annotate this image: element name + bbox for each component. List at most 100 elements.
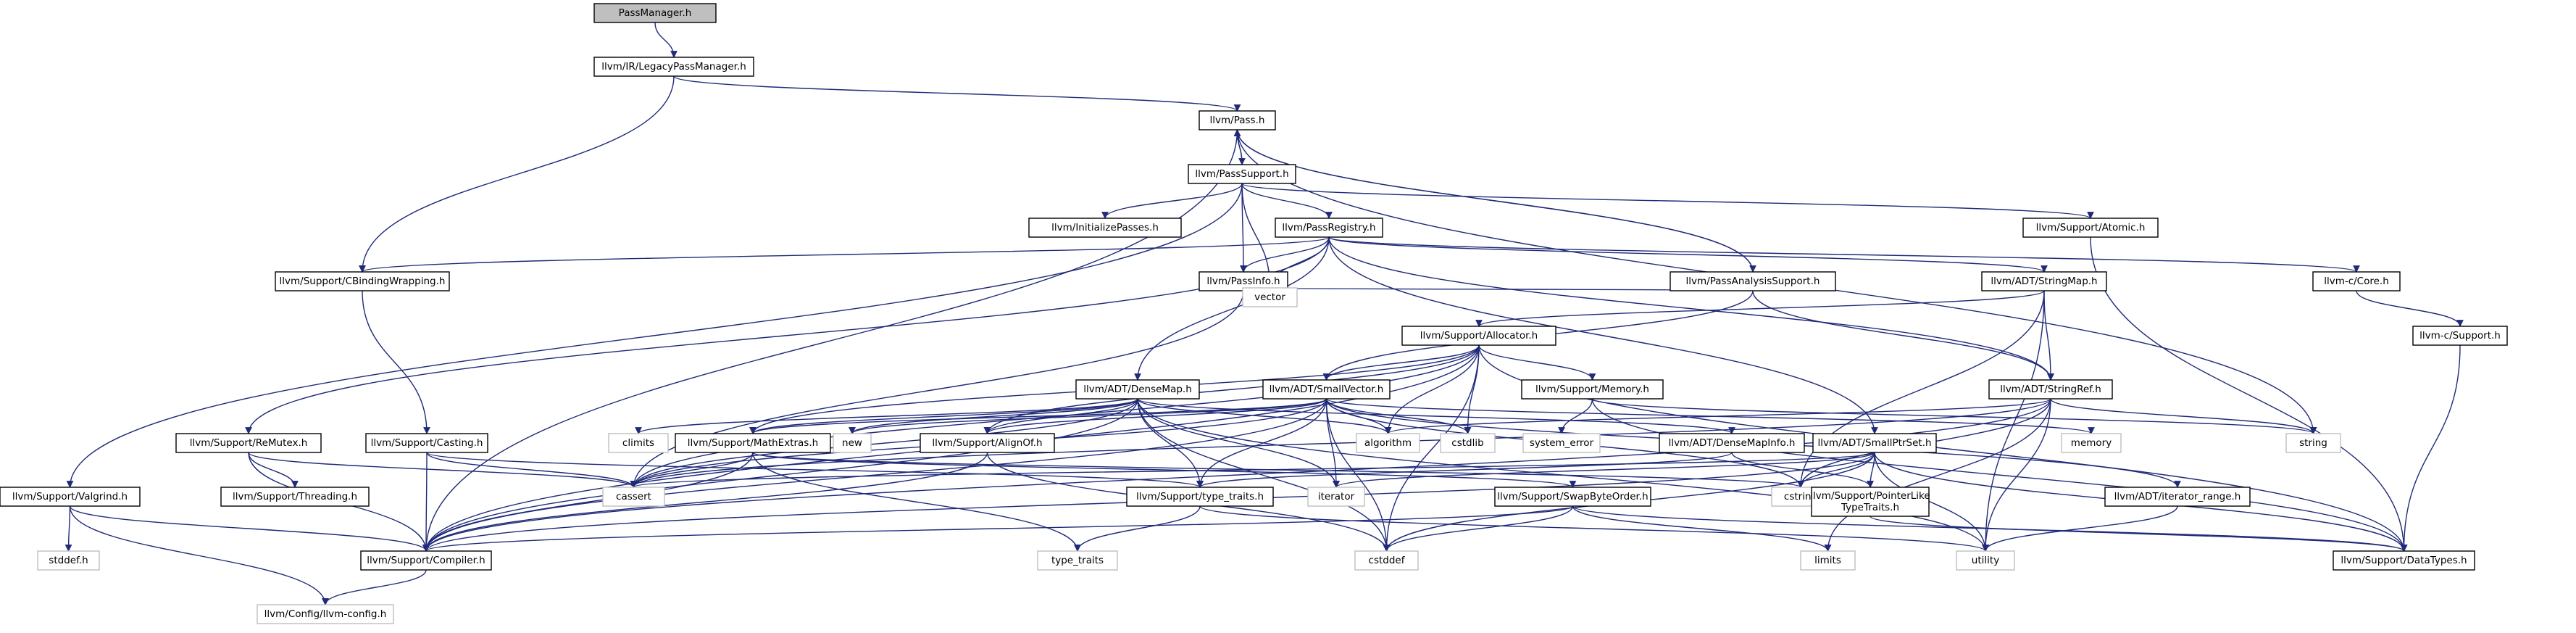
node-densemapinfo[interactable]: llvm/ADT/DenseMapInfo.h xyxy=(1659,433,1805,453)
node-box[interactable] xyxy=(1354,550,1419,571)
node-box[interactable] xyxy=(220,487,370,507)
node-box[interactable] xyxy=(1522,433,1601,453)
node-compiler[interactable]: llvm/Support/Compiler.h xyxy=(360,550,492,571)
node-casting[interactable]: llvm/Support/Casting.h xyxy=(365,433,488,453)
node-legacy[interactable]: llvm/IR/LegacyPassManager.h xyxy=(593,57,754,77)
node-algorithm[interactable]: algorithm xyxy=(1356,433,1420,453)
node-box[interactable] xyxy=(1028,218,1182,238)
node-box[interactable] xyxy=(1188,164,1296,184)
node-box[interactable] xyxy=(2333,550,2475,571)
node-csupport[interactable]: llvm-c/Support.h xyxy=(2412,326,2508,346)
node-box[interactable] xyxy=(1075,379,1200,400)
node-llvmconfig[interactable]: llvm/Config/llvm-config.h xyxy=(257,604,394,624)
node-climits[interactable]: climits xyxy=(608,433,669,453)
node-box[interactable] xyxy=(257,604,394,624)
node-mathextras[interactable]: llvm/Support/MathExtras.h xyxy=(675,433,831,453)
node-iterator[interactable]: iterator xyxy=(1307,487,1365,507)
node-box[interactable] xyxy=(1812,433,1937,453)
node-typetraitsstd[interactable]: type_traits xyxy=(1037,550,1118,571)
node-passinfo[interactable]: llvm/PassInfo.h xyxy=(1199,271,1288,291)
node-cassert[interactable]: cassert xyxy=(602,487,665,507)
node-box[interactable] xyxy=(1262,379,1391,400)
node-initpasses[interactable]: llvm/InitializePasses.h xyxy=(1028,218,1182,238)
node-iterrange[interactable]: llvm/ADT/iterator_range.h xyxy=(2104,487,2251,507)
node-passregistry[interactable]: llvm/PassRegistry.h xyxy=(1275,218,1383,238)
node-box[interactable] xyxy=(593,3,717,23)
node-box[interactable] xyxy=(675,433,831,453)
node-box[interactable] xyxy=(275,271,450,291)
node-box[interactable] xyxy=(1800,550,1856,571)
node-stringref[interactable]: llvm/ADT/StringRef.h xyxy=(1988,379,2113,400)
node-pass[interactable]: llvm/Pass.h xyxy=(1199,110,1276,131)
node-threading[interactable]: llvm/Support/Threading.h xyxy=(220,487,370,507)
node-box[interactable] xyxy=(593,57,754,77)
node-box[interactable] xyxy=(1401,326,1556,346)
edge-stringmap-to-stringref xyxy=(2043,290,2054,381)
node-limits[interactable]: limits xyxy=(1800,550,1856,571)
node-stringmap[interactable]: llvm/ADT/StringMap.h xyxy=(1981,271,2107,291)
node-box[interactable] xyxy=(1670,271,1836,291)
node-ccore[interactable]: llvm-c/Core.h xyxy=(2312,271,2401,291)
node-box[interactable] xyxy=(1981,271,2107,291)
node-stddef[interactable]: stddef.h xyxy=(37,550,100,571)
node-densemap[interactable]: llvm/ADT/DenseMap.h xyxy=(1075,379,1200,400)
node-systemerror[interactable]: system_error xyxy=(1522,433,1601,453)
node-box[interactable] xyxy=(1037,550,1118,571)
node-box[interactable] xyxy=(1956,550,2015,571)
node-cbinding[interactable]: llvm/Support/CBindingWrapping.h xyxy=(275,271,450,291)
edges-layer xyxy=(64,22,2464,605)
node-atomic[interactable]: llvm/Support/Atomic.h xyxy=(2022,218,2159,238)
node-cstdlib[interactable]: cstdlib xyxy=(1440,433,1496,453)
node-vector[interactable]: vector xyxy=(1242,287,1298,307)
node-box[interactable] xyxy=(602,487,665,507)
node-passanalysis[interactable]: llvm/PassAnalysisSupport.h xyxy=(1670,271,1836,291)
node-string[interactable]: string xyxy=(2285,433,2341,453)
node-box[interactable] xyxy=(1307,487,1365,507)
node-smallptrset[interactable]: llvm/ADT/SmallPtrSet.h xyxy=(1812,433,1937,453)
node-new[interactable]: new xyxy=(833,433,872,453)
node-cstddef[interactable]: cstddef xyxy=(1354,550,1419,571)
node-box[interactable] xyxy=(1988,379,2113,400)
node-box[interactable] xyxy=(2104,487,2251,507)
node-box[interactable] xyxy=(608,433,669,453)
node-memory[interactable]: llvm/Support/Memory.h xyxy=(1521,379,1664,400)
node-box[interactable] xyxy=(175,433,322,453)
node-box[interactable] xyxy=(2412,326,2508,346)
node-box[interactable] xyxy=(2312,271,2401,291)
node-box[interactable] xyxy=(1811,487,1930,517)
node-allocator[interactable]: llvm/Support/Allocator.h xyxy=(1401,326,1556,346)
node-utility[interactable]: utility xyxy=(1956,550,2015,571)
node-box[interactable] xyxy=(37,550,100,571)
node-box[interactable] xyxy=(1199,110,1276,131)
node-box[interactable] xyxy=(360,550,492,571)
node-passsupport[interactable]: llvm/PassSupport.h xyxy=(1188,164,1296,184)
node-box[interactable] xyxy=(1440,433,1496,453)
edge-stringref-to-algorithm xyxy=(1384,398,2051,434)
node-alignof[interactable]: llvm/Support/AlignOf.h xyxy=(920,433,1055,453)
node-box[interactable] xyxy=(1126,487,1274,507)
node-box[interactable] xyxy=(2061,433,2122,453)
node-box[interactable] xyxy=(1659,433,1805,453)
node-box[interactable] xyxy=(1275,218,1383,238)
node-box[interactable] xyxy=(1242,287,1298,307)
node-valgrind[interactable]: llvm/Support/Valgrind.h xyxy=(0,487,141,507)
node-smallvector[interactable]: llvm/ADT/SmallVector.h xyxy=(1262,379,1391,400)
node-box[interactable] xyxy=(1494,487,1651,507)
node-datatypes[interactable]: llvm/Support/DataTypes.h xyxy=(2333,550,2475,571)
node-swapbyte[interactable]: llvm/Support/SwapByteOrder.h xyxy=(1494,487,1651,507)
edge-densemap-to-cstddef xyxy=(1137,398,1391,552)
edge-passregistry-to-densemap xyxy=(1134,236,1330,381)
node-box[interactable] xyxy=(920,433,1055,453)
node-box[interactable] xyxy=(833,433,872,453)
node-box[interactable] xyxy=(2285,433,2341,453)
node-box[interactable] xyxy=(365,433,488,453)
node-mutex[interactable]: llvm/Support/ReMutex.h xyxy=(175,433,322,453)
node-box[interactable] xyxy=(1356,433,1420,453)
node-box[interactable] xyxy=(0,487,141,507)
node-box[interactable] xyxy=(1521,379,1664,400)
node-box[interactable] xyxy=(2022,218,2159,238)
node-typetraits[interactable]: llvm/Support/type_traits.h xyxy=(1126,487,1274,507)
node-root[interactable]: PassManager.h xyxy=(593,3,717,23)
node-memoryh[interactable]: memory xyxy=(2061,433,2122,453)
